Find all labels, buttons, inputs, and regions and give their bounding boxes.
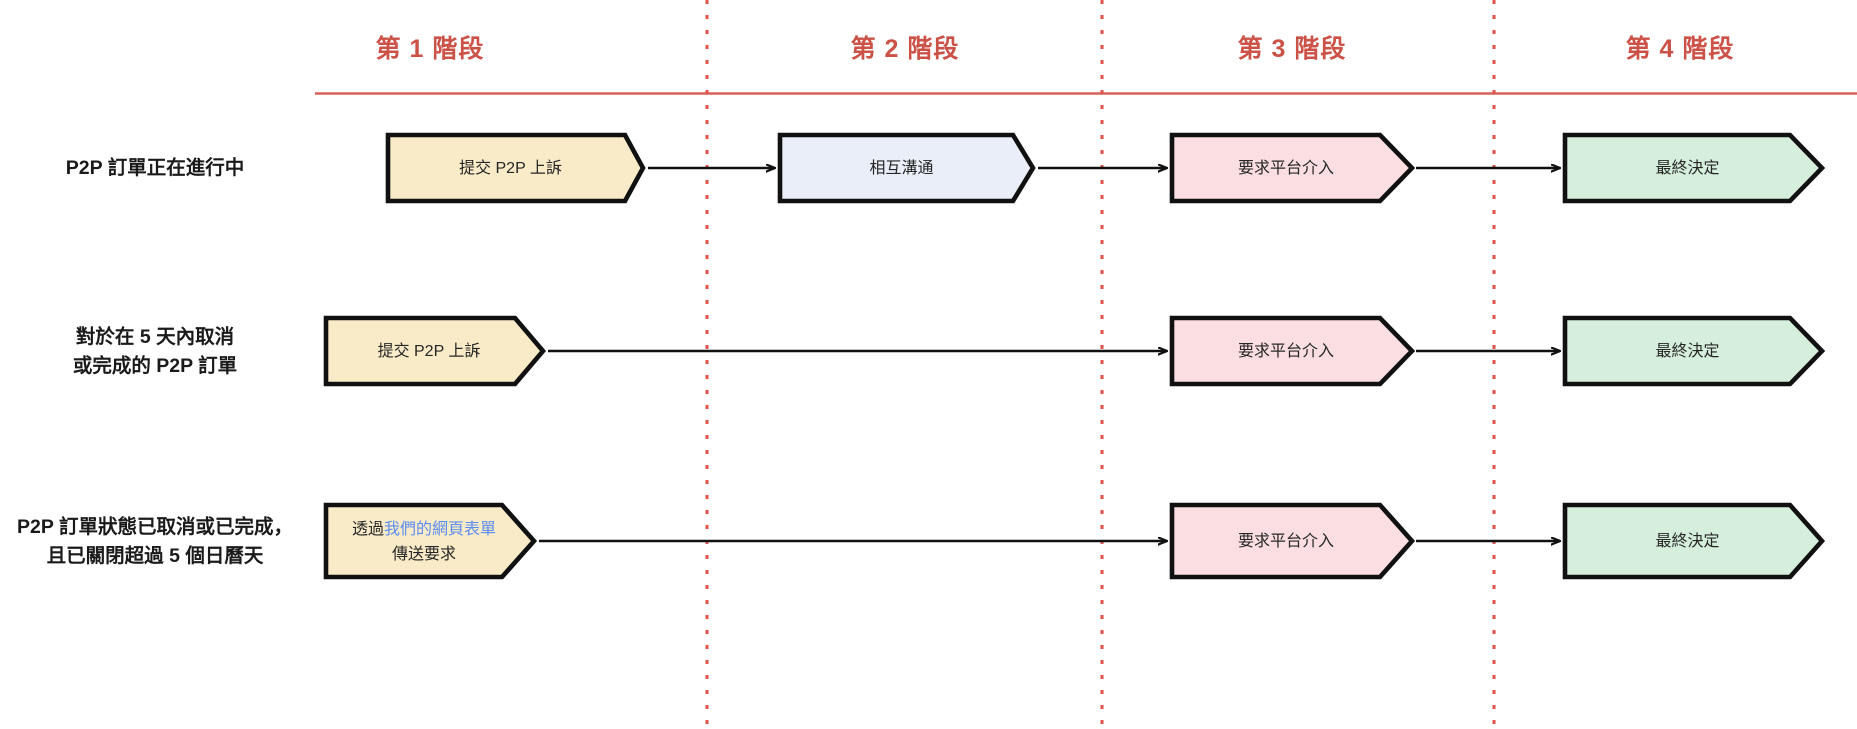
row-label-3: P2P 訂單狀態已取消或已完成， 且已關閉超過 5 個日曆天	[0, 513, 310, 571]
chevron-row1-stage3	[1169, 132, 1416, 204]
chevron-row2-stage1	[323, 315, 547, 387]
row-label-1: P2P 訂單正在進行中	[0, 154, 310, 183]
row-label-2-line-2: 或完成的 P2P 訂單	[72, 355, 238, 377]
chevron-row3-stage4	[1562, 502, 1826, 580]
chevron-row2-stage4	[1562, 315, 1826, 387]
row-label-3-line-1: P2P 訂單狀態已取消或已完成，	[17, 516, 293, 538]
stage-header-3: 第 3 階段	[1237, 35, 1347, 63]
chevron-row1-stage4	[1562, 132, 1826, 204]
stage-header-4: 第 4 階段	[1625, 35, 1735, 63]
stage-header-1: 第 1 階段	[375, 35, 485, 63]
row-label-1-line-1: P2P 訂單正在進行中	[65, 157, 245, 179]
chevron-row3-stage1	[323, 502, 538, 580]
chevron-row1-stage2	[777, 132, 1036, 204]
row-label-3-line-2: 且已關閉超過 5 個日曆天	[46, 545, 264, 567]
chevron-row1-stage1	[385, 132, 646, 204]
stage-header-2: 第 2 階段	[850, 35, 960, 63]
row-label-2: 對於在 5 天內取消 或完成的 P2P 訂單	[0, 323, 310, 381]
chevron-row2-stage3	[1169, 315, 1416, 387]
chevron-row3-stage3	[1169, 502, 1416, 580]
row-label-2-line-1: 對於在 5 天內取消	[75, 326, 235, 348]
